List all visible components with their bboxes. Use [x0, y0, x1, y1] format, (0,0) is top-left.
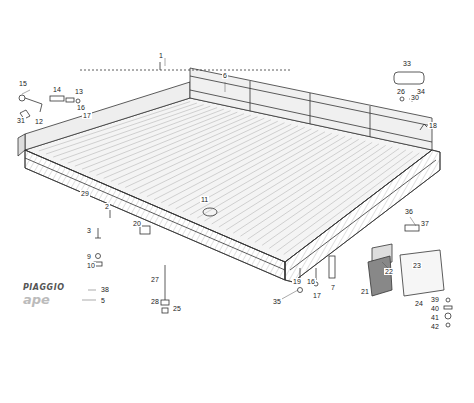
floor-rib	[147, 124, 291, 196]
callout-number: 17	[82, 112, 92, 119]
callout-number: 40	[430, 305, 440, 312]
callout-number: 28	[150, 298, 160, 305]
floor-rib	[197, 135, 338, 218]
brand-logo: ape	[22, 293, 51, 306]
floor-rib	[68, 108, 218, 164]
callout-number: 16	[306, 278, 316, 285]
callout-number: 35	[272, 298, 282, 305]
callout-number: 9	[86, 253, 92, 260]
floor-rib	[255, 147, 393, 242]
callout-number: 42	[430, 323, 440, 330]
callout-number: 7	[330, 284, 336, 291]
floor-rib	[140, 123, 285, 194]
brand-logo: PIAGGIO	[22, 284, 65, 292]
callout-number: 27	[150, 276, 160, 283]
callout-number: 21	[360, 288, 370, 295]
callout-number: 36	[404, 208, 414, 215]
callout-number: 3	[86, 227, 92, 234]
callout-number: 14	[52, 86, 62, 93]
floor-rib	[284, 153, 420, 255]
floor-rib	[168, 129, 311, 206]
callout-number: 12	[34, 118, 44, 125]
callout-number: 13	[74, 88, 84, 95]
callout-number: 20	[132, 220, 142, 227]
callout-number: 26	[396, 88, 406, 95]
callout-number: 39	[430, 296, 440, 303]
callout-number: 31	[16, 117, 26, 124]
callout-number: 30	[410, 94, 420, 101]
floor-rib	[212, 138, 352, 224]
floor-rib	[154, 126, 298, 200]
callout-number: 29	[80, 190, 90, 197]
floor-rib	[96, 114, 244, 176]
callout-number: 33	[402, 60, 412, 67]
callout-number: 17	[312, 292, 322, 299]
callout-number: 37	[420, 220, 430, 227]
callout-number: 5	[100, 297, 106, 304]
callout-number: 25	[172, 305, 182, 312]
callout-number: 10	[86, 262, 96, 269]
callout-number: 18	[428, 122, 438, 129]
callout-number: 1	[158, 52, 164, 59]
callout-number: 23	[412, 262, 422, 269]
callout-number: 16	[76, 104, 86, 111]
floor-rib	[190, 133, 332, 215]
callout-number: 22	[384, 268, 394, 275]
floor-rib	[161, 127, 305, 202]
callout-number: 38	[100, 286, 110, 293]
floor-rib	[104, 115, 251, 178]
callout-number: 2	[104, 203, 110, 210]
callout-number: 15	[18, 80, 28, 87]
callout-number: 11	[200, 196, 209, 203]
callout-number: 6	[222, 72, 228, 79]
floor-rib	[183, 132, 325, 212]
floor-rib	[204, 136, 345, 221]
callout-number: 24	[414, 300, 424, 307]
floor-rib	[132, 121, 277, 190]
callout-number: 41	[430, 314, 440, 321]
floor-rib	[176, 130, 319, 209]
floor-rib	[125, 120, 271, 188]
callout-number: 19	[292, 278, 302, 285]
